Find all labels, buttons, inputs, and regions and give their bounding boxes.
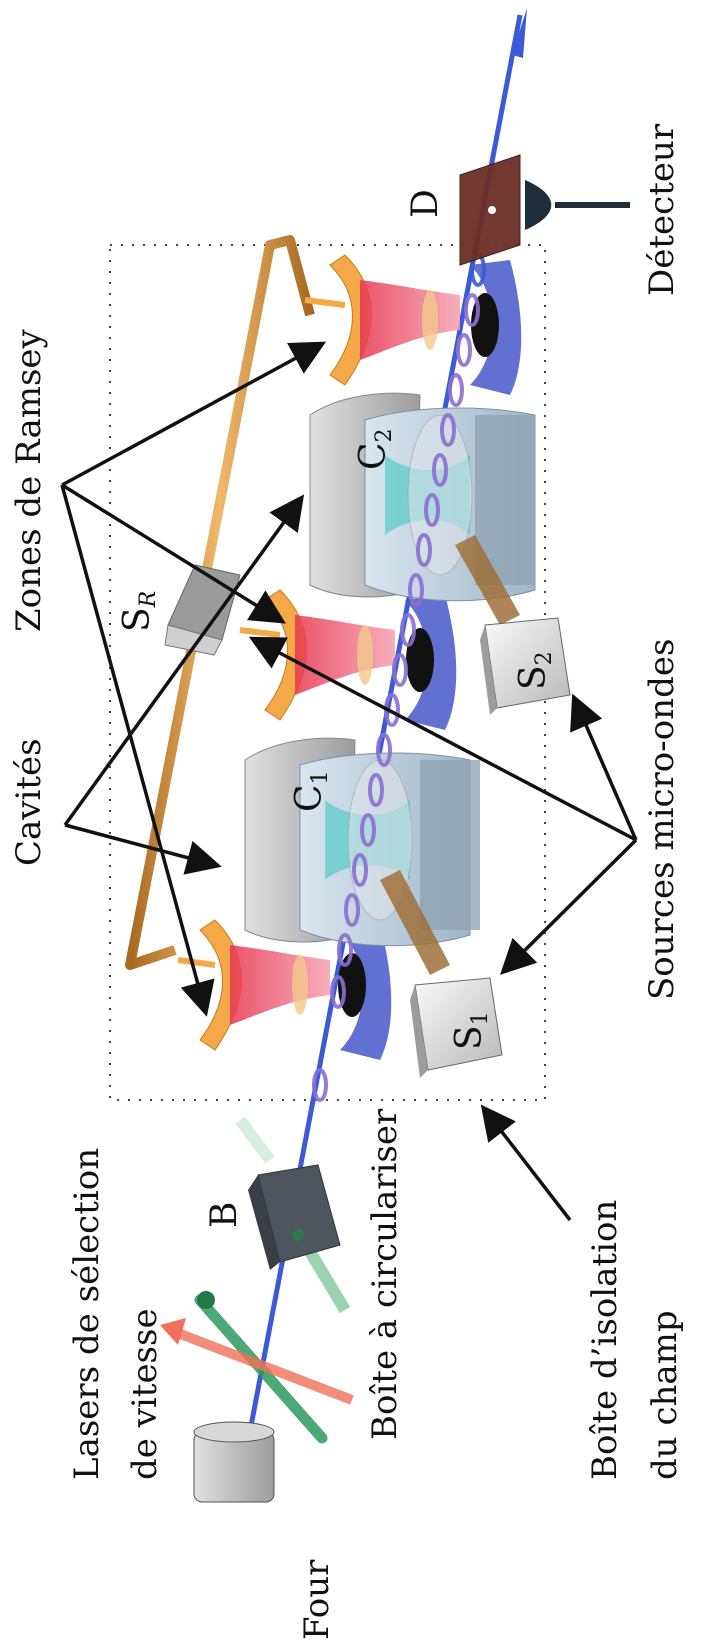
detector	[459, 154, 630, 266]
label-sources: Sources micro-ondes	[642, 638, 682, 1000]
label-zones-ramsey: Zones de Ramsey	[9, 329, 49, 632]
source-sr-block	[164, 564, 241, 656]
c1-main: C	[289, 784, 330, 812]
label-four: Four	[297, 1559, 337, 1640]
s2-main: S	[513, 665, 554, 690]
velocity-lasers	[160, 1291, 354, 1444]
label-b: B	[204, 1201, 245, 1228]
label-s2: S2	[513, 651, 557, 690]
label-sr: SR	[117, 590, 161, 632]
s1-main: S	[449, 1025, 490, 1050]
circularisation-box-b	[235, 1116, 351, 1314]
s1-sub: 1	[468, 1011, 493, 1026]
beam-exit-arrow-head	[512, 8, 527, 58]
label-detecteur: Détecteur	[642, 123, 682, 296]
c1-sub: 1	[308, 770, 333, 785]
label-boite-circulariser: Boîte à circulariser	[365, 1108, 405, 1440]
ramsey-link-rod	[125, 235, 315, 970]
label-lasers-line1: Lasers de sélection	[67, 1147, 107, 1480]
label-boite-isolation-line2: du champ	[645, 1310, 685, 1480]
cavity-c2	[309, 392, 536, 602]
pointer-arrows	[60, 341, 638, 1222]
ramsey-zone-2	[239, 589, 457, 730]
s2-sub: 2	[532, 651, 557, 666]
label-d: D	[405, 189, 446, 218]
field-isolation-box	[109, 244, 546, 1101]
ramsey-zone-1	[177, 919, 392, 1060]
label-boite-isolation-line1: Boîte d’isolation	[585, 1199, 625, 1480]
atom-rings	[312, 253, 486, 1102]
sr-main: S	[117, 607, 158, 632]
label-c2: C2	[353, 428, 397, 470]
c2-sub: 2	[372, 428, 397, 443]
sr-sub: R	[136, 590, 161, 608]
source-s1	[380, 870, 503, 1078]
source-s2	[455, 535, 571, 715]
label-c1: C1	[289, 770, 333, 812]
ramsey-zone-3	[304, 254, 522, 395]
label-lasers-line2: de vitesse	[125, 1308, 165, 1480]
c2-main: C	[353, 442, 394, 470]
oven	[193, 1421, 275, 1503]
label-cavites: Cavités	[9, 738, 49, 866]
label-s1: S1	[449, 1011, 493, 1050]
